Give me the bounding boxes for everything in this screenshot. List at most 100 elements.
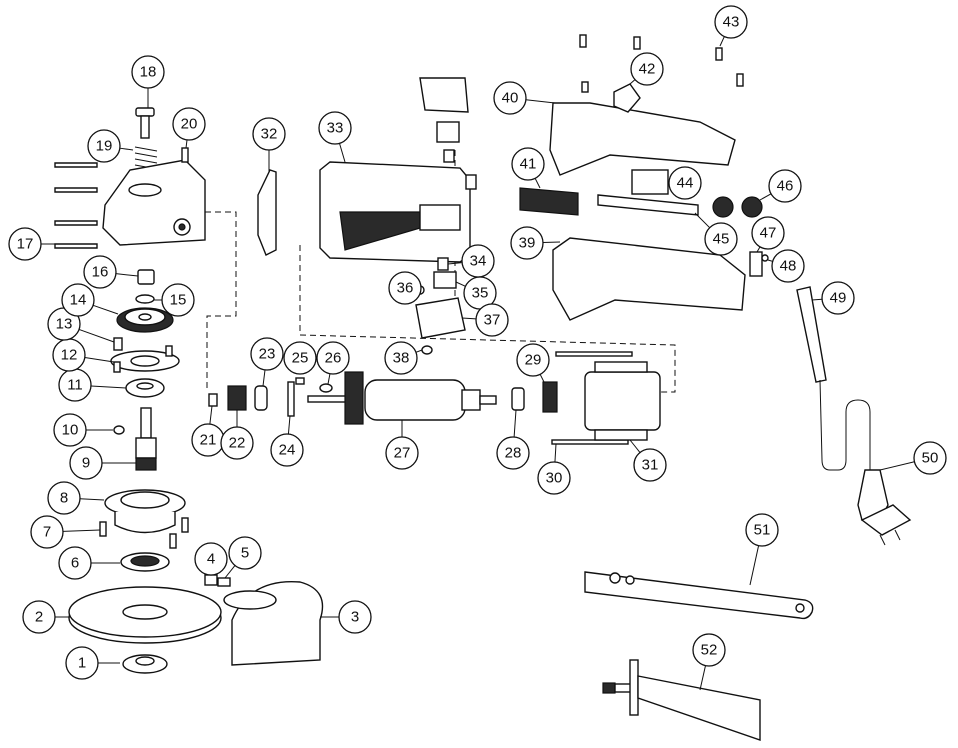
callout-circle-2 <box>22 600 56 634</box>
part-52-side-handle <box>602 659 761 741</box>
callout-leader-35 <box>455 281 466 287</box>
callout-label-20: 20 <box>181 116 198 133</box>
callout-label-45: 45 <box>713 231 730 248</box>
part-51-spanner <box>584 571 814 620</box>
callout-label-33: 33 <box>327 120 344 137</box>
callout-label-6: 6 <box>71 555 79 572</box>
callout-leader-42 <box>629 79 636 85</box>
callout-circle-1 <box>65 646 99 680</box>
part-24-baffle <box>287 381 295 417</box>
callout-label-37: 37 <box>484 312 501 329</box>
callout-label-5: 5 <box>241 545 249 562</box>
callout-leader-39 <box>542 241 561 244</box>
callout-label-43: 43 <box>723 14 740 31</box>
callout-circle-36 <box>388 271 422 305</box>
callout-circle-8 <box>47 481 81 515</box>
part-42-part <box>613 83 641 113</box>
callout-circle-25 <box>283 341 317 375</box>
callout-leader-43 <box>719 36 725 47</box>
part-41-block <box>519 187 579 216</box>
callout-label-36: 36 <box>397 280 414 297</box>
callout-circle-9 <box>69 446 103 480</box>
callout-circle-23 <box>250 337 284 371</box>
callout-circle-47 <box>751 216 785 250</box>
callout-circle-39 <box>510 226 544 260</box>
callout-label-17: 17 <box>17 236 34 253</box>
callout-leader-20 <box>185 139 188 149</box>
callout-circle-6 <box>58 546 92 580</box>
callout-label-52: 52 <box>701 642 718 659</box>
part-37-switch-plate <box>415 297 466 339</box>
callout-leader-8 <box>79 498 105 501</box>
callout-circle-18 <box>131 55 165 89</box>
part-39-handle-half <box>552 237 746 321</box>
callout-label-26: 26 <box>325 350 342 367</box>
part-26-screw <box>319 383 333 393</box>
callout-circle-48 <box>771 249 805 283</box>
callout-leader-51 <box>749 545 760 586</box>
callout-leader-50 <box>879 461 915 471</box>
callout-label-30: 30 <box>546 470 563 487</box>
part-2-grinding-disc <box>68 586 222 644</box>
callout-circle-4 <box>194 542 228 576</box>
callout-label-49: 49 <box>830 290 847 307</box>
callout-label-19: 19 <box>96 138 113 155</box>
part-20-gear-housing <box>102 147 206 246</box>
callout-leader-37 <box>461 317 477 320</box>
callout-leader-28 <box>513 409 517 438</box>
callout-label-21: 21 <box>200 432 217 449</box>
callout-leader-41 <box>534 178 541 189</box>
callout-leader-40 <box>525 99 556 104</box>
callout-leader-46 <box>759 193 772 201</box>
callout-leader-45 <box>694 212 711 229</box>
callout-circle-30 <box>537 461 571 495</box>
callout-label-35: 35 <box>472 285 489 302</box>
callout-leader-16 <box>115 273 139 277</box>
callout-label-28: 28 <box>505 445 522 462</box>
callout-label-16: 16 <box>92 264 109 281</box>
part-3-wheel-guard <box>223 580 324 666</box>
callout-leader-29 <box>539 374 545 383</box>
callout-label-39: 39 <box>519 235 536 252</box>
callout-circle-42 <box>630 52 664 86</box>
callout-label-11: 11 <box>67 377 83 394</box>
callout-leader-38 <box>415 349 423 353</box>
callout-label-40: 40 <box>502 90 519 107</box>
part-50-power-cord <box>819 379 912 546</box>
callout-leader-26 <box>327 373 331 385</box>
part-16-bushing <box>137 269 155 285</box>
part-27-armature <box>307 371 497 425</box>
callout-circle-15 <box>161 283 195 317</box>
callout-label-32: 32 <box>261 126 278 143</box>
callout-circle-3 <box>338 600 372 634</box>
callout-circle-49 <box>821 281 855 315</box>
part-33-motor-housing <box>319 161 477 263</box>
callout-circle-44 <box>668 166 702 200</box>
callout-leader-14 <box>92 304 119 315</box>
callout-label-3: 3 <box>351 609 359 626</box>
part-1-flange-nut <box>122 654 168 674</box>
callout-label-41: 41 <box>520 156 537 173</box>
callout-label-12: 12 <box>61 347 78 364</box>
callout-circle-43 <box>714 5 748 39</box>
part-32-cover-plate <box>257 169 277 256</box>
callout-circle-14 <box>61 283 95 317</box>
part-31-stator <box>584 361 661 441</box>
callout-circle-29 <box>516 343 550 377</box>
callout-circle-27 <box>385 436 419 470</box>
part-23-bearing <box>254 385 268 411</box>
callout-circle-40 <box>493 81 527 115</box>
callout-leader-7 <box>62 529 101 532</box>
callout-leader-13 <box>78 328 115 343</box>
callout-circle-38 <box>384 341 418 375</box>
callout-circle-22 <box>220 426 254 460</box>
part-29-bearing <box>542 381 558 413</box>
callout-circle-52 <box>692 633 726 667</box>
callout-label-31: 31 <box>642 457 659 474</box>
callout-label-14: 14 <box>70 292 87 309</box>
callout-leader-31 <box>629 439 641 453</box>
callout-label-50: 50 <box>922 450 939 467</box>
callout-label-27: 27 <box>394 445 411 462</box>
callout-circle-26 <box>316 341 350 375</box>
